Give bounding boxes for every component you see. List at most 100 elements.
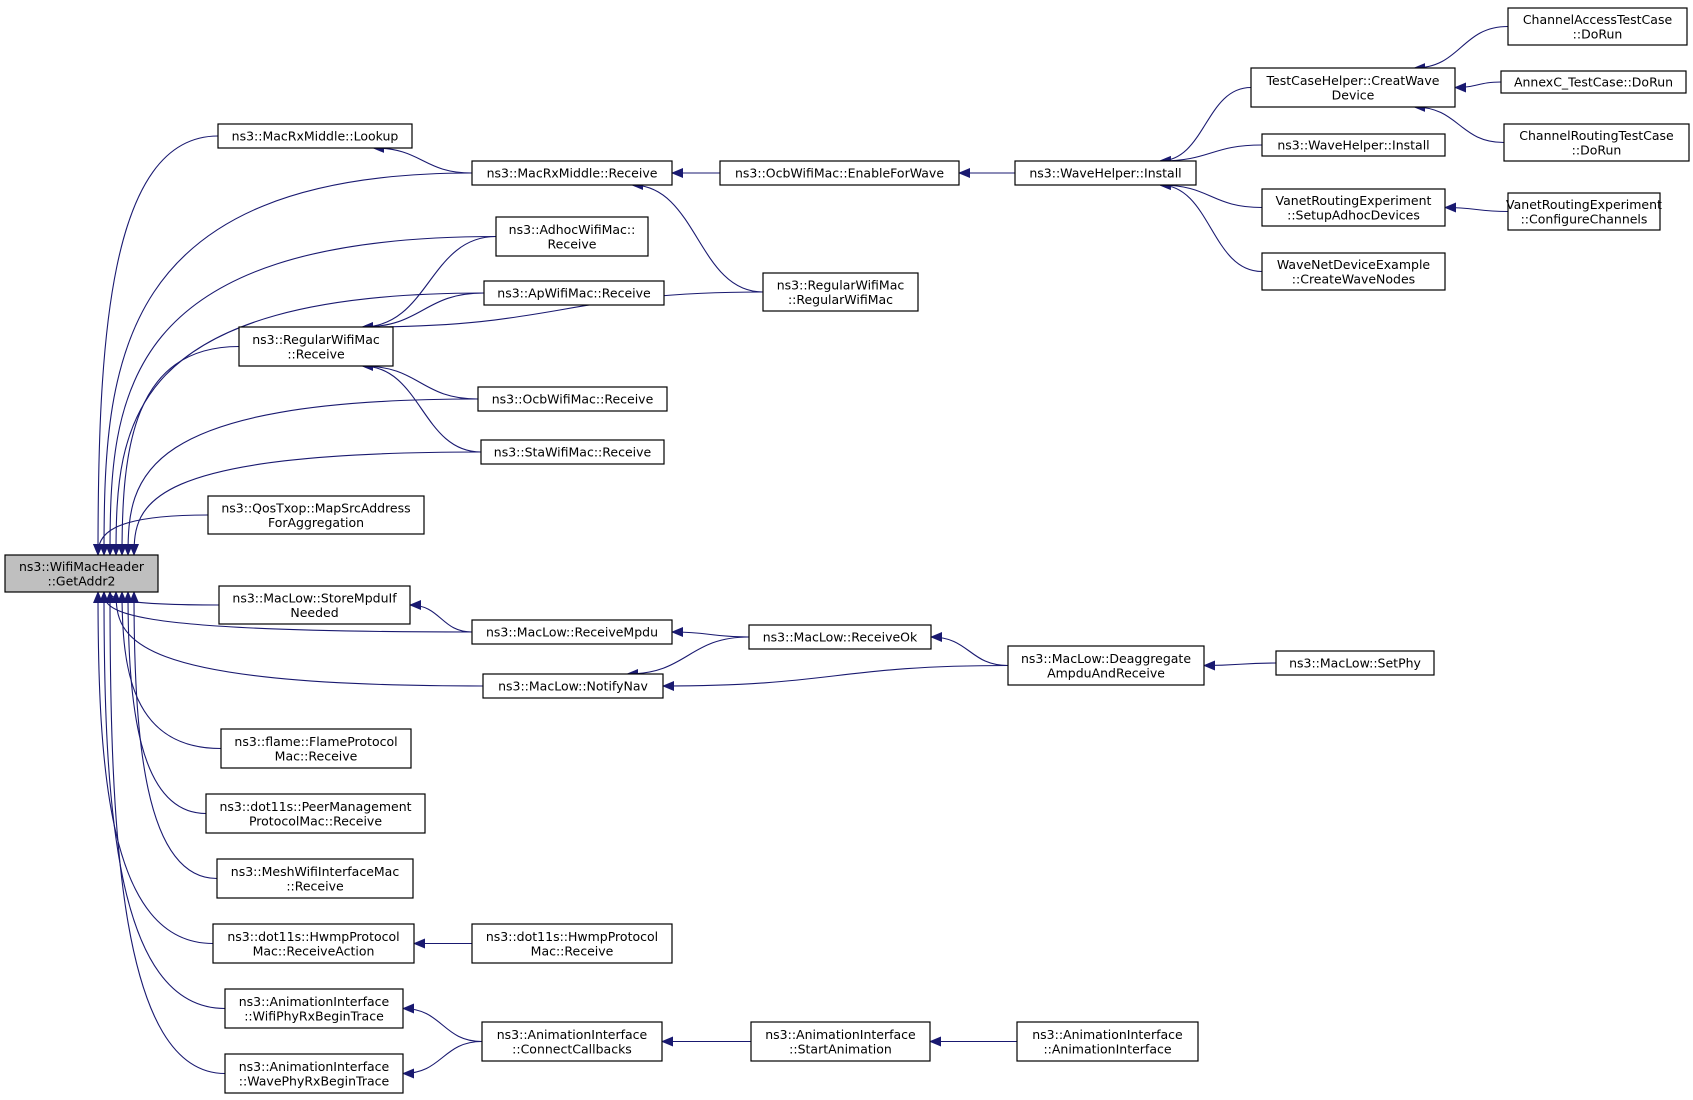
node-label-line: ns3::WifiMacHeader (19, 559, 145, 574)
node-mesh-iface[interactable]: ns3::MeshWifiInterfaceMac::Receive (216, 858, 414, 899)
node-anim-start[interactable]: ns3::AnimationInterface::StartAnimation (750, 1021, 931, 1062)
node-label-line: ns3::AdhocWifiMac:: (509, 222, 636, 237)
node-box (1007, 645, 1205, 686)
node-receive-mpdu[interactable]: ns3::MacLow::ReceiveMpdu (471, 619, 673, 645)
node-label-line: ::RegularWifiMac (788, 292, 893, 307)
node-anim-wave[interactable]: ns3::AnimationInterface::WavePhyRxBeginT… (224, 1053, 404, 1094)
node-label-line: ns3::StaWifiMac::Receive (494, 445, 652, 460)
node-wave-create[interactable]: WaveNetDeviceExample::CreateWaveNodes (1261, 252, 1446, 291)
node-rxm-receive[interactable]: ns3::MacRxMiddle::Receive (471, 160, 673, 186)
node-ocb-receive[interactable]: ns3::OcbWifiMac::Receive (477, 386, 668, 412)
node-peer-mgmt[interactable]: ns3::dot11s::PeerManagementProtocolMac::… (205, 793, 426, 834)
node-label-line: AnnexC_TestCase::DoRun (1514, 75, 1673, 90)
node-label-line: Mac::Receive (531, 943, 614, 958)
node-lookup[interactable]: ns3::MacRxMiddle::Lookup (217, 123, 413, 149)
node-ap-receive[interactable]: ns3::ApWifiMac::Receive (483, 280, 665, 306)
node-box (216, 858, 414, 899)
node-box (748, 624, 932, 650)
edge-rxm_receive-to-root (99, 172, 473, 556)
edge-store_mpdu-to-root (105, 591, 220, 606)
node-box (719, 160, 960, 186)
edge-vanet_setup-to-wave_install_a (1158, 180, 1263, 209)
node-anim-connect[interactable]: ns3::AnimationInterface::ConnectCallback… (481, 1021, 663, 1062)
node-wave-install-a[interactable]: ns3::WaveHelper::Install (1014, 160, 1197, 186)
node-adhoc-receive[interactable]: ns3::AdhocWifiMac::Receive (495, 216, 649, 257)
node-box (1261, 188, 1446, 227)
node-label-line: ns3::QosTxop::MapSrcAddress (221, 500, 410, 515)
node-box (218, 585, 411, 625)
node-box (750, 1021, 931, 1062)
node-label-line: VanetRoutingExperiment (1276, 193, 1432, 208)
node-label-line: ::Receive (286, 878, 344, 893)
node-wave-install-b[interactable]: ns3::WaveHelper::Install (1261, 133, 1446, 157)
node-label-line: ns3::MacLow::ReceiveMpdu (486, 625, 658, 640)
node-regular-receive[interactable]: ns3::RegularWifiMac::Receive (238, 326, 394, 367)
edge-ap_receive-to-root (111, 292, 485, 556)
node-box (205, 793, 426, 834)
node-ocb-enable[interactable]: ns3::OcbWifiMac::EnableForWave (719, 160, 960, 186)
node-chan-routing[interactable]: ChannelRoutingTestCase::DoRun (1503, 123, 1690, 162)
node-box (212, 923, 415, 964)
edge-regular_receive-to-root (117, 345, 240, 556)
node-label-line: ns3::MacRxMiddle::Lookup (232, 129, 399, 144)
edge-flame-to-root (117, 591, 222, 750)
node-receive-ok[interactable]: ns3::MacLow::ReceiveOk (748, 624, 932, 650)
node-label-line: ::WavePhyRxBeginTrace (239, 1073, 390, 1088)
node-label-line: ForAggregation (268, 515, 364, 530)
node-label-line: ::ConfigureChannels (1521, 211, 1648, 226)
edge-mesh_iface-to-root (129, 591, 218, 880)
node-setphy[interactable]: ns3::MacLow::SetPhy (1275, 650, 1435, 676)
node-label-line: ns3::MacLow::StoreMpduIf (232, 590, 397, 605)
edge-qos_map-to-root (93, 514, 209, 556)
node-vanet-config[interactable]: VanetRoutingExperiment::ConfigureChannel… (1506, 192, 1662, 231)
edge-chan_routing-to-creat_wave (1413, 102, 1505, 144)
edge-vanet_config-to-vanet_setup (1444, 202, 1509, 213)
edge-sta_receive-to-regular_receive (361, 361, 482, 453)
node-box (482, 673, 664, 699)
node-root[interactable]: ns3::WifiMacHeader::GetAddr2 (4, 554, 159, 593)
node-label-line: ns3::OcbWifiMac::Receive (492, 392, 654, 407)
node-qos-map[interactable]: ns3::QosTxop::MapSrcAddressForAggregatio… (207, 495, 425, 535)
node-anim-ctor[interactable]: ns3::AnimationInterface::AnimationInterf… (1016, 1021, 1199, 1062)
node-box (217, 123, 413, 149)
nodes-layer: ns3::WifiMacHeader::GetAddr2 ns3::MacRxMi… (4, 7, 1690, 1094)
edge-regular_ctor-to-rxm_receive (631, 180, 764, 293)
edge-sta_receive-to-root (129, 451, 482, 556)
node-label-line: WaveNetDeviceExample (1277, 257, 1431, 272)
node-annexc[interactable]: AnnexC_TestCase::DoRun (1500, 70, 1687, 94)
node-label-line: ns3::MacLow::ReceiveOk (763, 630, 918, 645)
edge-wave_create-to-wave_install_a (1158, 180, 1263, 273)
node-label-line: ns3::AnimationInterface (239, 1059, 390, 1074)
edge-receive_ok-to-notify_nav (626, 636, 750, 679)
edge-anim_connect-to-anim_wifi (402, 1003, 483, 1043)
edge-anim_connect-to-anim_wave (402, 1040, 483, 1079)
node-vanet-setup[interactable]: VanetRoutingExperiment::SetupAdhocDevice… (1261, 188, 1446, 227)
node-label-line: ProtocolMac::Receive (249, 813, 382, 828)
node-notify-nav[interactable]: ns3::MacLow::NotifyNav (482, 673, 664, 699)
node-sta-receive[interactable]: ns3::StaWifiMac::Receive (480, 439, 665, 465)
node-label-line: VanetRoutingExperiment (1506, 197, 1662, 212)
edge-anim_wifi-to-root (99, 591, 226, 1010)
node-chan-access[interactable]: ChannelAccessTestCase::DoRun (1507, 7, 1688, 46)
node-label-line: Needed (290, 605, 338, 620)
node-regular-ctor[interactable]: ns3::RegularWifiMac::RegularWifiMac (762, 272, 919, 312)
node-label-line: ns3::WaveHelper::Install (1029, 166, 1181, 181)
node-label-line: ns3::dot11s::HwmpProtocol (227, 929, 399, 944)
edge-adhoc_receive-to-regular_receive (361, 235, 497, 332)
node-label-line: ns3::MacLow::SetPhy (1289, 656, 1421, 671)
edge-ocb_receive-to-root (123, 398, 479, 556)
node-hwmp-action[interactable]: ns3::dot11s::HwmpProtocolMac::ReceiveAct… (212, 923, 415, 964)
node-box (238, 326, 394, 367)
node-box (4, 554, 159, 593)
node-label-line: Receive (548, 236, 597, 251)
node-anim-wifi[interactable]: ns3::AnimationInterface::WifiPhyRxBeginT… (224, 988, 404, 1029)
node-label-line: ns3::RegularWifiMac (777, 277, 905, 292)
node-box (1261, 252, 1446, 291)
node-label-line: ChannelRoutingTestCase (1519, 128, 1674, 143)
